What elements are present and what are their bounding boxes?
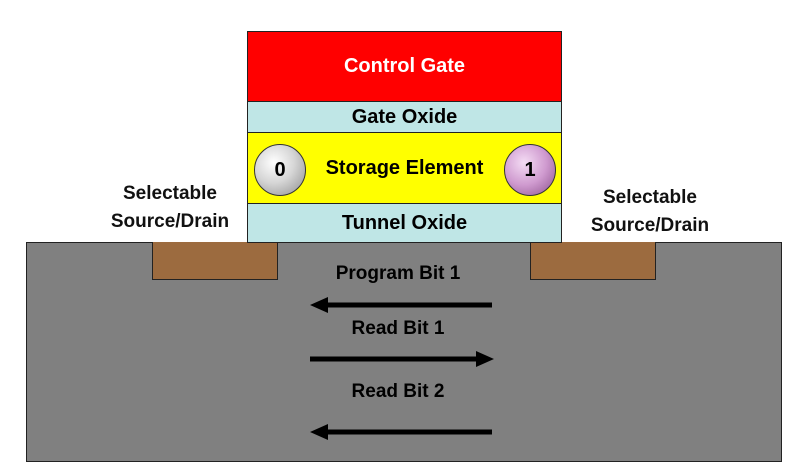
- control-gate-layer: Control Gate: [247, 31, 562, 102]
- source-drain-right-region: [530, 242, 656, 280]
- source-drain-left-line2: Source/Drain: [110, 211, 230, 232]
- program-bit-1-label: Program Bit 1: [335, 263, 461, 284]
- bit-0-sphere: 0: [254, 144, 306, 196]
- source-drain-left-region: [152, 242, 278, 280]
- bit-1-label: 1: [524, 158, 536, 181]
- gate-oxide-layer: Gate Oxide: [247, 101, 562, 133]
- control-gate-label: Control Gate: [343, 55, 466, 77]
- read-bit-2-label: Read Bit 2: [351, 381, 445, 402]
- tunnel-oxide-label: Tunnel Oxide: [341, 211, 468, 234]
- source-drain-right-line1: Selectable: [603, 187, 697, 208]
- program-bit-1-arrow-left-icon: [310, 297, 492, 313]
- read-bit-1-label: Read Bit 1: [351, 318, 445, 339]
- source-drain-right-label: Selectable Source/Drain: [560, 184, 740, 240]
- read-bit-1-arrow-right-icon: [310, 351, 494, 367]
- gate-oxide-label: Gate Oxide: [351, 105, 458, 128]
- source-drain-left-label: Selectable Source/Drain: [80, 180, 260, 236]
- source-drain-right-line2: Source/Drain: [590, 215, 710, 236]
- bit-1-sphere: 1: [504, 144, 556, 196]
- read-bit-2-arrow-left-icon: [310, 424, 492, 440]
- storage-element-label: Storage Element: [325, 156, 484, 179]
- tunnel-oxide-layer: Tunnel Oxide: [247, 203, 562, 243]
- source-drain-left-line1: Selectable: [123, 183, 217, 204]
- bit-0-label: 0: [274, 158, 286, 181]
